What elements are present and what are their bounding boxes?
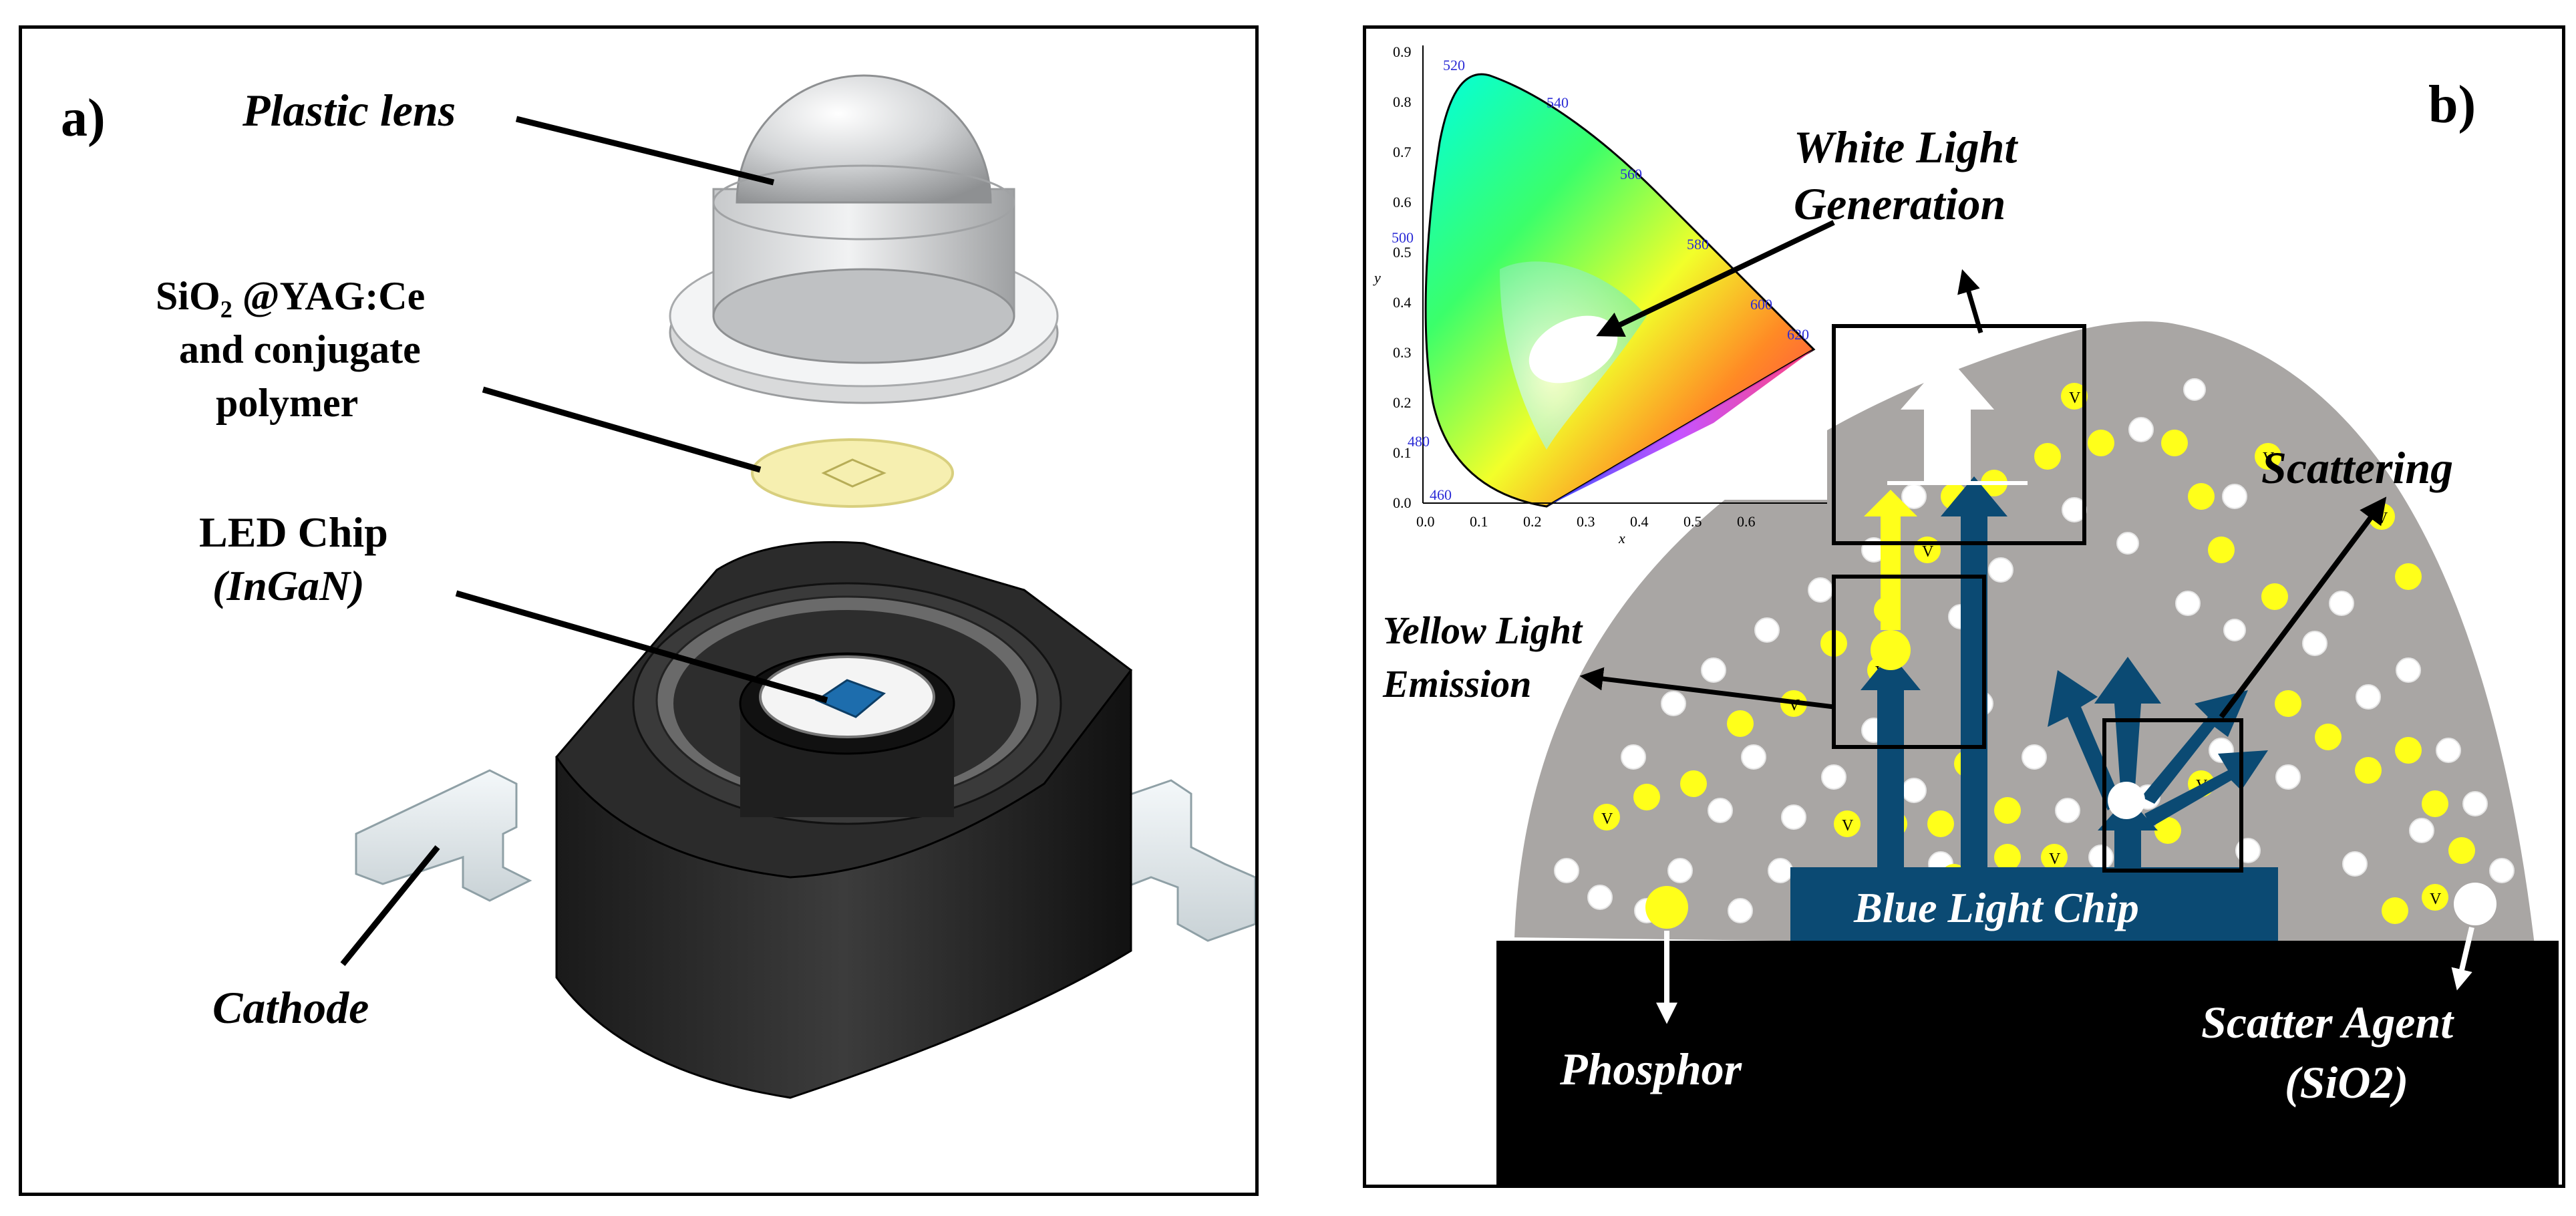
cie-x-tick: 0.3	[1577, 513, 1595, 530]
cie-y-tick: 0.6	[1393, 194, 1412, 210]
scatter-center-particle	[2108, 782, 2145, 819]
cie-x-tick: 0.0	[1416, 513, 1435, 530]
white-light-label-2: Generation	[1794, 178, 2005, 229]
cie-y-tick: 0.4	[1393, 294, 1412, 311]
blue-light-chip	[1790, 867, 2278, 941]
cie-y-tick: 0.9	[1393, 43, 1412, 60]
phosphor-v-symbol: V	[1601, 810, 1613, 828]
cie-x-tick: 0.2	[1523, 513, 1542, 530]
led-chip	[814, 679, 886, 718]
cie-x-tick: 0.6	[1737, 513, 1756, 530]
scattering-pointer	[2219, 496, 2387, 719]
panel-b: V V V V V V V V V V V V V Blue Light Chi…	[1363, 25, 2565, 1188]
scatter-agent-label-2: (SiO2)	[2285, 1057, 2408, 1108]
cie-diagram-inset: 0.0 0.1 0.2 0.3 0.4 0.5 0.6 x 0.0 0.1 0.…	[1373, 43, 1827, 547]
chip-label-1: LED Chip	[199, 508, 388, 556]
cie-wavelength-label: 600	[1750, 296, 1772, 313]
cie-y-tick: 0.3	[1393, 344, 1412, 361]
scatter-agent-pointer	[2451, 927, 2474, 991]
yellow-light-rays	[1864, 490, 1917, 670]
white-light-box	[1832, 324, 2086, 545]
cie-y-tick: 0.2	[1393, 394, 1412, 411]
cie-x-tick: 0.1	[1470, 513, 1488, 530]
panel-a: a) Plastic lens SiO₂ @YAG:Ce and conjuga…	[19, 25, 1259, 1196]
phosphor-v-symbol: V	[2049, 851, 2061, 868]
substrate-base	[1496, 941, 2559, 1185]
white-box-pointer	[1957, 269, 1983, 333]
cie-wavelength-label: 580	[1687, 236, 1709, 253]
phosphor-v-symbol: V	[2430, 891, 2442, 908]
led-exploded-diagram: a) Plastic lens SiO₂ @YAG:Ce and conjuga…	[61, 74, 1255, 1099]
cathode-label: Cathode	[212, 982, 369, 1033]
cie-y-tick: 0.5	[1393, 244, 1412, 261]
panel-b-label: b)	[2428, 75, 2476, 134]
scattering-box	[2102, 718, 2243, 873]
phosphor-v-symbol: V	[2069, 390, 2081, 407]
plastic-lens	[669, 74, 1059, 404]
cie-y-axis-label: y	[1373, 269, 1381, 286]
yellow-emission-pointer	[1579, 667, 1834, 710]
panel-a-label: a)	[61, 89, 106, 148]
scatter-agent-label-1: Scatter Agent	[2201, 997, 2454, 1048]
phosphor-label-2: and conjugate	[179, 327, 421, 371]
led-housing	[355, 541, 1255, 1099]
phosphor-v-symbol: V	[2263, 450, 2275, 467]
lens-pointer	[515, 116, 775, 186]
cie-wavelength-label: 560	[1620, 166, 1642, 182]
white-light-arrow	[1901, 356, 1994, 483]
phosphor-label-1: SiO₂ @YAG:Ce	[156, 274, 425, 318]
cie-wavelength-label: 480	[1408, 433, 1430, 450]
white-light-label-1: White Light	[1794, 122, 2018, 172]
chip-pointer	[455, 590, 828, 704]
cie-x-axis-label: x	[1618, 530, 1625, 547]
cie-wavelength-label: 620	[1787, 326, 1809, 343]
white-light-pointer	[1596, 220, 1835, 337]
phosphor-v-symbol: V	[2376, 510, 2388, 527]
cie-y-tick: 0.7	[1393, 144, 1412, 160]
cie-x-tick: 0.5	[1683, 513, 1702, 530]
light-mechanism-diagram: V V V V V V V V V V V V V Blue Light Chi…	[1373, 43, 2562, 1185]
phosphor-disc	[751, 438, 954, 508]
cie-x-tick: 0.4	[1630, 513, 1649, 530]
yellow-emission-label-1: Yellow Light	[1383, 609, 1583, 652]
white-point-ellipse	[1528, 315, 1618, 384]
scatter-particles	[1554, 378, 2515, 923]
cie-wavelength-label: 520	[1443, 57, 1465, 73]
phosphor-example-particle	[1645, 886, 1688, 929]
phosphor-label: Phosphor	[1559, 1044, 1742, 1094]
cathode-pointer	[340, 845, 440, 966]
lens-label: Plastic lens	[242, 85, 456, 136]
cie-y-tick: 0.1	[1393, 444, 1412, 461]
cie-wavelength-label: 500	[1392, 229, 1414, 246]
phosphor-label-3: polymer	[216, 381, 358, 425]
scatter-agent-example-particle	[2454, 883, 2497, 925]
cie-y-tick: 0.8	[1393, 94, 1412, 110]
chip-label-2: (InGaN)	[212, 562, 365, 609]
blue-light-rays	[1861, 476, 2268, 867]
cie-wavelength-label: 460	[1430, 486, 1452, 503]
yellow-emission-label-2: Emission	[1382, 662, 1531, 706]
phosphor-pointer	[482, 386, 762, 473]
phosphor-v-symbol: V	[1842, 817, 1854, 834]
scattering-label: Scattering	[2261, 442, 2453, 493]
blue-chip-label: Blue Light Chip	[1853, 884, 2139, 931]
cie-y-tick: 0.0	[1393, 494, 1412, 511]
cie-wavelength-label: 540	[1547, 94, 1569, 111]
phosphor-v-symbol: V	[1922, 543, 1934, 561]
yellow-emission-box	[1832, 575, 1986, 749]
